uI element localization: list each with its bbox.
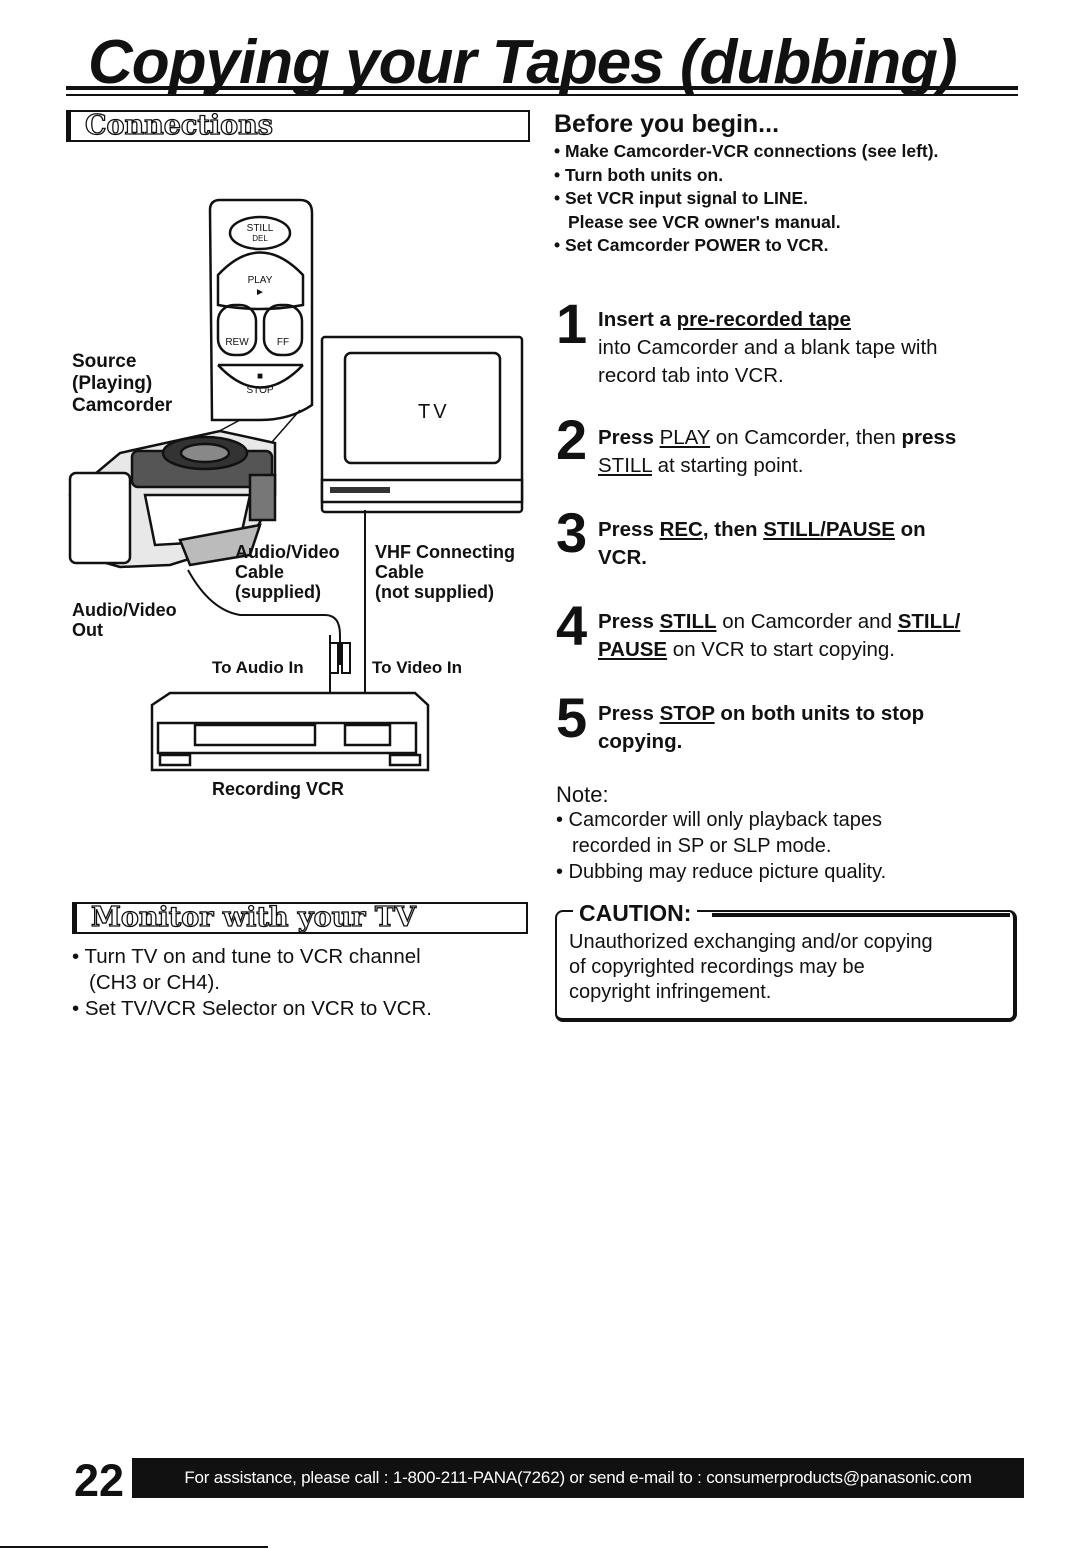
cables: [187, 510, 366, 695]
monitor-heading: Monitor with your TV: [90, 902, 416, 933]
step-2-number: 2: [556, 408, 588, 471]
stop-button-label: STOP: [246, 385, 273, 396]
list-item: • Turn both units on.: [554, 164, 724, 185]
caution-rule: [712, 913, 1010, 917]
caution-heading: CAUTION:: [573, 900, 698, 927]
recording-vcr-label: Recording VCR: [212, 779, 345, 799]
support-footer: For assistance, please call : 1-800-211-…: [132, 1458, 1024, 1498]
step-4-text: Press STILL on Camcorder and STILL/ PAUS…: [598, 610, 961, 661]
step-5-number: 5: [556, 686, 588, 749]
list-item: • Turn TV on and tune to VCR channel: [72, 945, 421, 968]
list-item: (CH3 or CH4).: [89, 971, 220, 994]
note-list: • Camcorder will only playback tapes rec…: [556, 807, 1026, 885]
page-title: Copying your Tapes (dubbing): [88, 28, 958, 97]
svg-text:■: ■: [257, 371, 263, 382]
av-out-label: Audio/Video Out: [72, 600, 177, 640]
bottom-rule: [0, 1546, 268, 1548]
ff-button-label: FF: [277, 337, 289, 348]
vcr-illustration: [150, 691, 430, 772]
list-item: • Camcorder will only playback tapes: [556, 809, 883, 831]
before-list: • Make Camcorder-VCR connections (see le…: [554, 140, 1034, 258]
step-1-number: 1: [556, 292, 588, 355]
source-camcorder-label: Source (Playing) Camcorder: [72, 351, 173, 416]
caution-text: Unauthorized exchanging and/or copying o…: [569, 931, 933, 1003]
step-1-text: Insert a pre-recorded tape into Camcorde…: [598, 308, 938, 387]
list-item: recorded in SP or SLP mode.: [572, 835, 832, 857]
still-button-label: STILL: [247, 223, 274, 234]
to-audio-in-label: To Audio In: [212, 658, 304, 677]
rew-button-label: REW: [225, 337, 249, 348]
camcorder-illustration: [68, 429, 277, 569]
note-heading: Note:: [556, 782, 609, 807]
step-5-text: Press STOP on both units to stop copying…: [598, 702, 925, 753]
page-number: 22: [74, 1455, 125, 1506]
step-3-text: Press REC, then STILL/PAUSE on VCR.: [598, 518, 926, 569]
connections-header: Connections: [66, 110, 530, 142]
monitor-header: Monitor with your TV: [72, 902, 528, 934]
tv-illustration: [320, 335, 524, 514]
step-4-number: 4: [556, 594, 588, 657]
del-button-label: DEL: [252, 234, 268, 243]
caution-box: [555, 910, 1017, 1022]
camcorder-control-panel: [208, 198, 314, 422]
vhf-cable-label: VHF Connecting Cable (not supplied): [375, 542, 515, 602]
play-button-label: PLAY: [248, 275, 273, 286]
list-item: • Set VCR input signal to LINE.: [554, 188, 809, 208]
list-item: • Make Camcorder-VCR connections (see le…: [554, 141, 939, 161]
list-item: • Dubbing may reduce picture quality.: [556, 861, 887, 883]
svg-text:►: ►: [255, 287, 265, 298]
list-item: • Set Camcorder POWER to VCR.: [554, 235, 829, 255]
title-rule: [66, 86, 1018, 90]
connections-heading: Connections: [84, 110, 273, 141]
title-rule-thin: [66, 94, 1018, 96]
connection-diagram: STILL DEL PLAY ► REW FF ■ STOP TV: [68, 198, 524, 772]
list-item: • Set TV/VCR Selector on VCR to VCR.: [72, 997, 432, 1020]
step-3-number: 3: [556, 501, 588, 564]
av-cable-label: Audio/Video Cable (supplied): [235, 542, 340, 602]
tv-label: TV: [418, 401, 450, 423]
list-item: Please see VCR owner's manual.: [568, 211, 841, 232]
step-2-text: Press PLAY on Camcorder, then press STIL…: [598, 426, 957, 477]
monitor-list: • Turn TV on and tune to VCR channel (CH…: [72, 944, 532, 1022]
to-video-in-label: To Video In: [372, 658, 463, 677]
before-heading: Before you begin...: [554, 110, 780, 138]
